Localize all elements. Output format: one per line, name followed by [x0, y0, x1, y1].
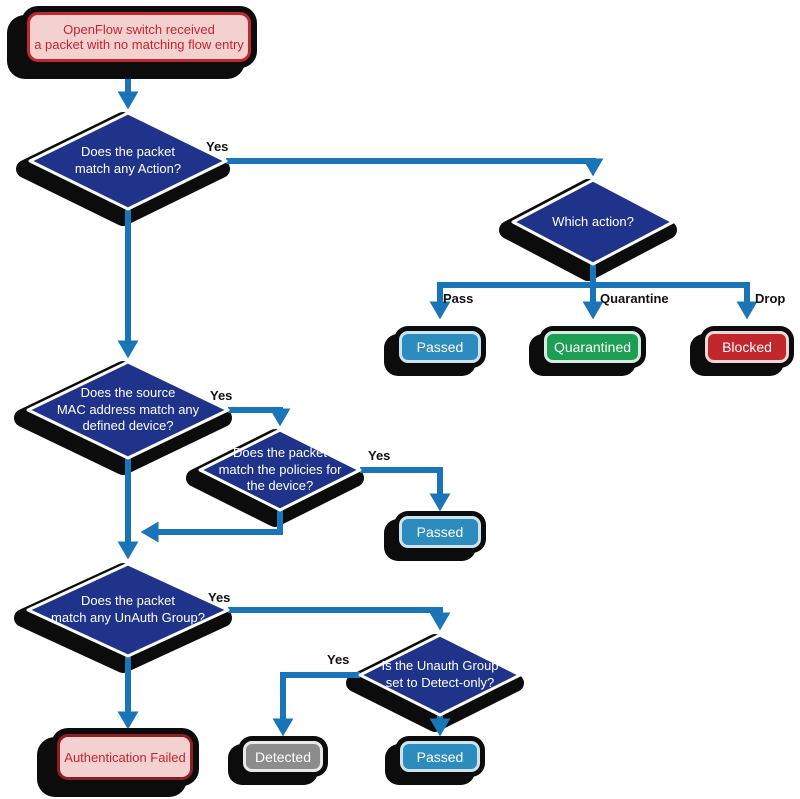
edge-label-quarantine: Quarantine: [600, 291, 669, 306]
edge-label-detect-yes: Yes: [327, 652, 350, 667]
terminal-blocked: Blocked: [705, 331, 789, 363]
terminal-detected: Detected: [243, 741, 323, 772]
terminal-passed-detect: Passed: [400, 741, 480, 772]
edge-label-pass: Pass: [443, 291, 474, 306]
edge-label-drop: Drop: [755, 291, 786, 306]
edge-mac-yes: [228, 407, 291, 427]
terminal-passed-action: Passed: [399, 331, 481, 363]
decision-match-action-label: Does the packet match any Action?: [74, 144, 182, 176]
decision-policies-label: Does the packet match the policies for t…: [218, 445, 342, 494]
edge-label-policies-yes: Yes: [368, 448, 391, 463]
edge-policies-no: [140, 510, 283, 543]
terminal-quarantined: Quarantined: [544, 331, 641, 363]
edge-unauth-yes: [228, 607, 451, 631]
decision-which-action-label: Which action?: [552, 213, 634, 229]
decision-unauth-group-label: Does the packet match any UnAuth Group?: [51, 593, 205, 625]
terminal-auth-failed: Authentication Failed: [57, 734, 193, 780]
decision-detect-only-label: Is the Unauth Group set to Detect-only?: [381, 658, 499, 690]
edge-detect-yes: [272, 672, 360, 737]
start-node: OpenFlow switch received a packet with n…: [27, 12, 251, 62]
edge-policies-yes: [360, 467, 451, 512]
edge-action-yes: [226, 158, 604, 177]
decision-mac-match-label: Does the source MAC address match any de…: [56, 385, 200, 434]
terminal-passed-policy: Passed: [399, 516, 481, 548]
